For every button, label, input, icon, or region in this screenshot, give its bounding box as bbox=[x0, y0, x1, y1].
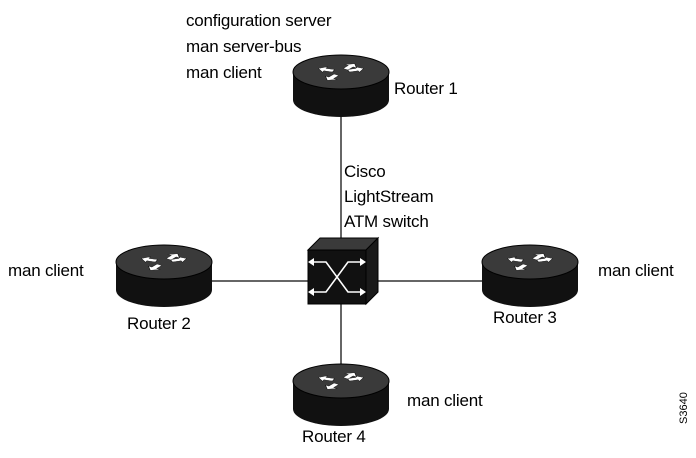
router-3-icon bbox=[482, 245, 578, 307]
figure-id: S3640 bbox=[678, 392, 690, 424]
router3-name: Router 3 bbox=[493, 308, 557, 327]
router-1-icon bbox=[293, 55, 389, 117]
router1-role-configuration-server: configuration server bbox=[186, 11, 332, 30]
switch-label-line1: Cisco bbox=[344, 162, 386, 181]
router1-role-man-server-bus: man server-bus bbox=[186, 37, 302, 56]
switch-label-line2: LightStream bbox=[344, 187, 434, 206]
atm-switch-icon bbox=[306, 236, 380, 306]
router2-role: man client bbox=[8, 261, 84, 280]
router1-role-man-client: man client bbox=[186, 63, 262, 82]
router4-name: Router 4 bbox=[302, 427, 366, 446]
router4-role: man client bbox=[407, 391, 483, 410]
router1-name: Router 1 bbox=[394, 79, 458, 98]
router-2-icon bbox=[116, 245, 212, 307]
router3-role: man client bbox=[598, 261, 674, 280]
router-4-icon bbox=[293, 364, 389, 426]
router2-name: Router 2 bbox=[127, 314, 191, 333]
switch-label-line3: ATM switch bbox=[344, 212, 429, 231]
